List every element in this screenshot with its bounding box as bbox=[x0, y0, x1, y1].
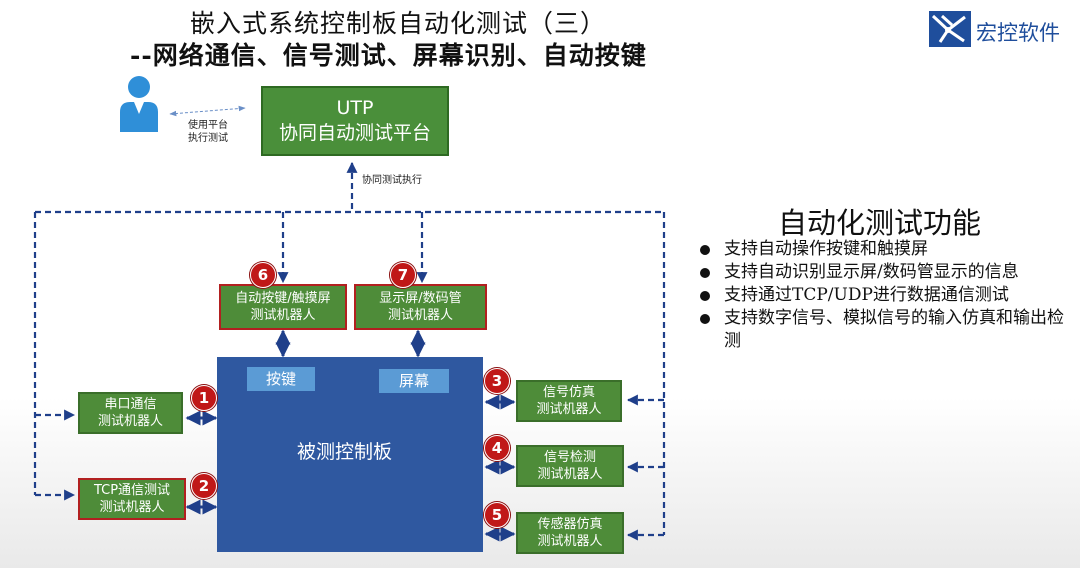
function-item: 支持数字信号、模拟信号的输入仿真和输出检测 bbox=[698, 307, 1074, 353]
robot-tcp-comm: TCP通信测试 测试机器人 bbox=[78, 478, 186, 520]
functions-list: 支持自动操作按键和触摸屏 支持自动识别显示屏/数码管显示的信息 支持通过TCP/… bbox=[698, 238, 1074, 353]
robot-label-line1: TCP通信测试 bbox=[93, 483, 171, 498]
page-title-line1: 嵌入式系统控制板自动化测试（三） bbox=[190, 9, 607, 38]
robot-auto-key-touch: 自动按键/触摸屏 测试机器人 bbox=[219, 284, 347, 330]
robot-label-line2: 测试机器人 bbox=[99, 500, 165, 515]
company-logo: 宏控软件 bbox=[928, 10, 1068, 48]
robot-label-line1: 串口通信 bbox=[104, 397, 157, 412]
robot-logo-icon bbox=[929, 11, 971, 47]
robot-serial-comm: 串口通信 测试机器人 bbox=[78, 392, 183, 434]
badge-3: 3 bbox=[484, 368, 510, 394]
function-item: 支持通过TCP/UDP进行数据通信测试 bbox=[698, 284, 1074, 307]
logo-text: 宏控软件 bbox=[976, 21, 1060, 45]
robot-signal-sim: 信号仿真 测试机器人 bbox=[516, 380, 622, 422]
badge-5: 5 bbox=[484, 502, 510, 528]
badge-1: 1 bbox=[191, 385, 217, 411]
board-key-chip: 按键 bbox=[247, 367, 315, 391]
robot-label-line1: 信号检测 bbox=[543, 450, 596, 465]
robot-display-digit: 显示屏/数码管 测试机器人 bbox=[354, 284, 487, 330]
function-item: 支持自动操作按键和触摸屏 bbox=[698, 238, 1074, 261]
user-icon bbox=[120, 76, 158, 132]
function-item: 支持自动识别显示屏/数码管显示的信息 bbox=[698, 261, 1074, 284]
robot-label-line2: 测试机器人 bbox=[97, 414, 163, 429]
user-platform-link bbox=[169, 105, 246, 117]
board-screen-chip: 屏幕 bbox=[379, 369, 449, 393]
robot-label-line2: 测试机器人 bbox=[387, 308, 453, 323]
platform-subtitle: 协同自动测试平台 bbox=[278, 122, 431, 144]
robot-label-line1: 信号仿真 bbox=[542, 385, 595, 400]
badge-2: 2 bbox=[191, 473, 217, 499]
user-note-line1: 使用平台 bbox=[188, 120, 228, 131]
badge-7: 7 bbox=[390, 262, 416, 288]
robot-sensor-sim: 传感器仿真 测试机器人 bbox=[516, 512, 624, 554]
utp-platform-box: UTP 协同自动测试平台 bbox=[261, 86, 449, 156]
platform-name: UTP bbox=[336, 97, 374, 119]
board-label: 被测控制板 bbox=[297, 441, 393, 463]
robot-label-line1: 传感器仿真 bbox=[537, 517, 603, 532]
robot-label-line1: 显示屏/数码管 bbox=[379, 291, 462, 306]
cooperative-note: 协同测试执行 bbox=[362, 175, 422, 186]
robot-label-line1: 自动按键/触摸屏 bbox=[235, 291, 331, 306]
user-note-line2: 执行测试 bbox=[188, 133, 228, 144]
badge-6: 6 bbox=[250, 262, 276, 288]
functions-title: 自动化测试功能 bbox=[778, 206, 982, 240]
robot-label-line2: 测试机器人 bbox=[537, 467, 603, 482]
robot-label-line2: 测试机器人 bbox=[250, 308, 316, 323]
robot-signal-detect: 信号检测 测试机器人 bbox=[516, 445, 624, 487]
robot-label-line2: 测试机器人 bbox=[537, 534, 603, 549]
badge-4: 4 bbox=[484, 435, 510, 461]
robot-label-line2: 测试机器人 bbox=[536, 402, 602, 417]
page-title-line2: --网络通信、信号测试、屏幕识别、自动按键 bbox=[130, 41, 647, 70]
user-note: 使用平台 执行测试 bbox=[188, 119, 228, 145]
board-under-test: 按键 屏幕 被测控制板 bbox=[217, 357, 483, 552]
